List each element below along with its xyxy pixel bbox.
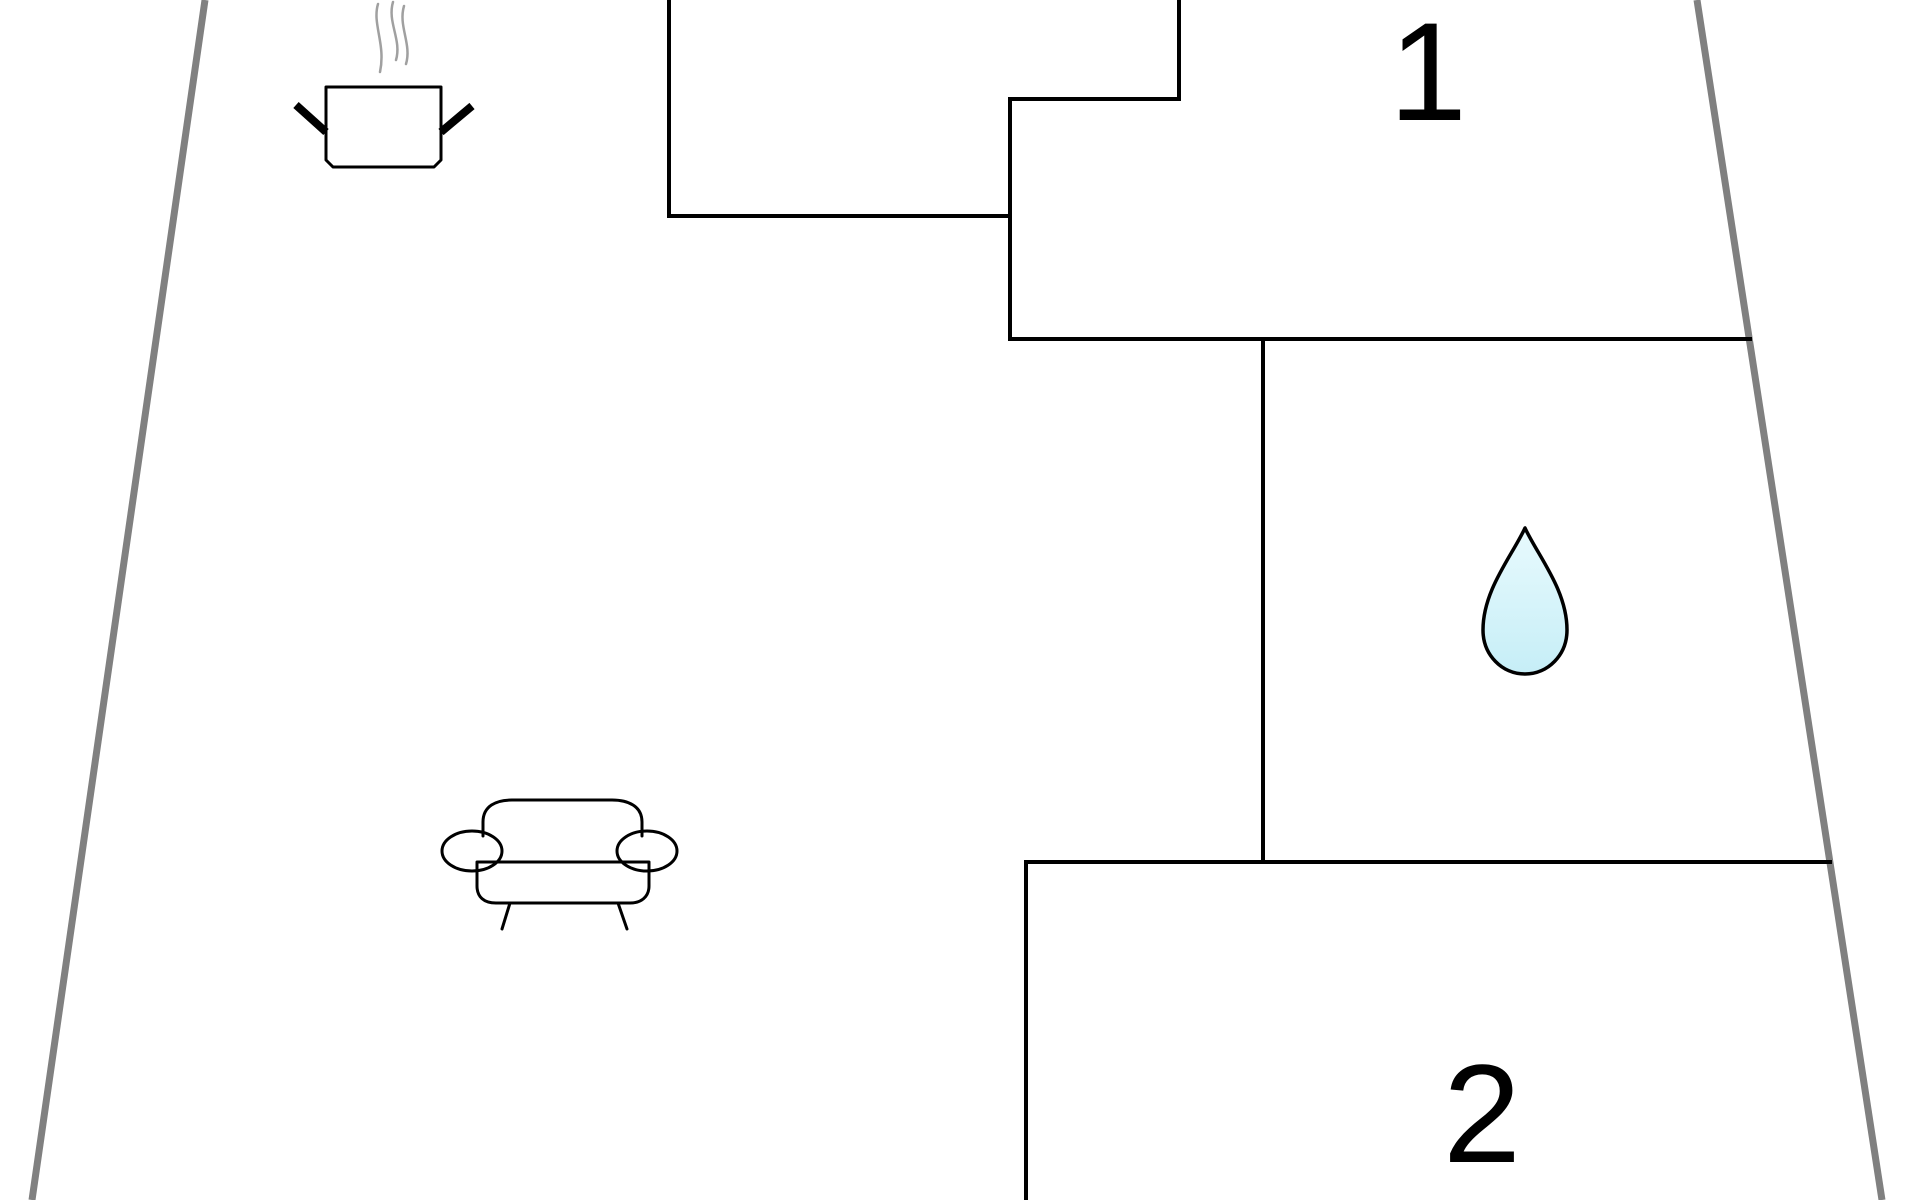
room-1-label: 1 [1389,0,1467,150]
armchair-icon [440,798,679,931]
water-drop-icon [1481,526,1569,676]
outer-wall-left [28,0,209,1200]
cooking-pot-icon [293,0,475,169]
partition-room-1-left [1008,214,1752,341]
partition-upper-steps [667,0,1181,218]
outer-wall-right [1693,0,1886,1200]
room-2-label: 2 [1443,1035,1521,1192]
